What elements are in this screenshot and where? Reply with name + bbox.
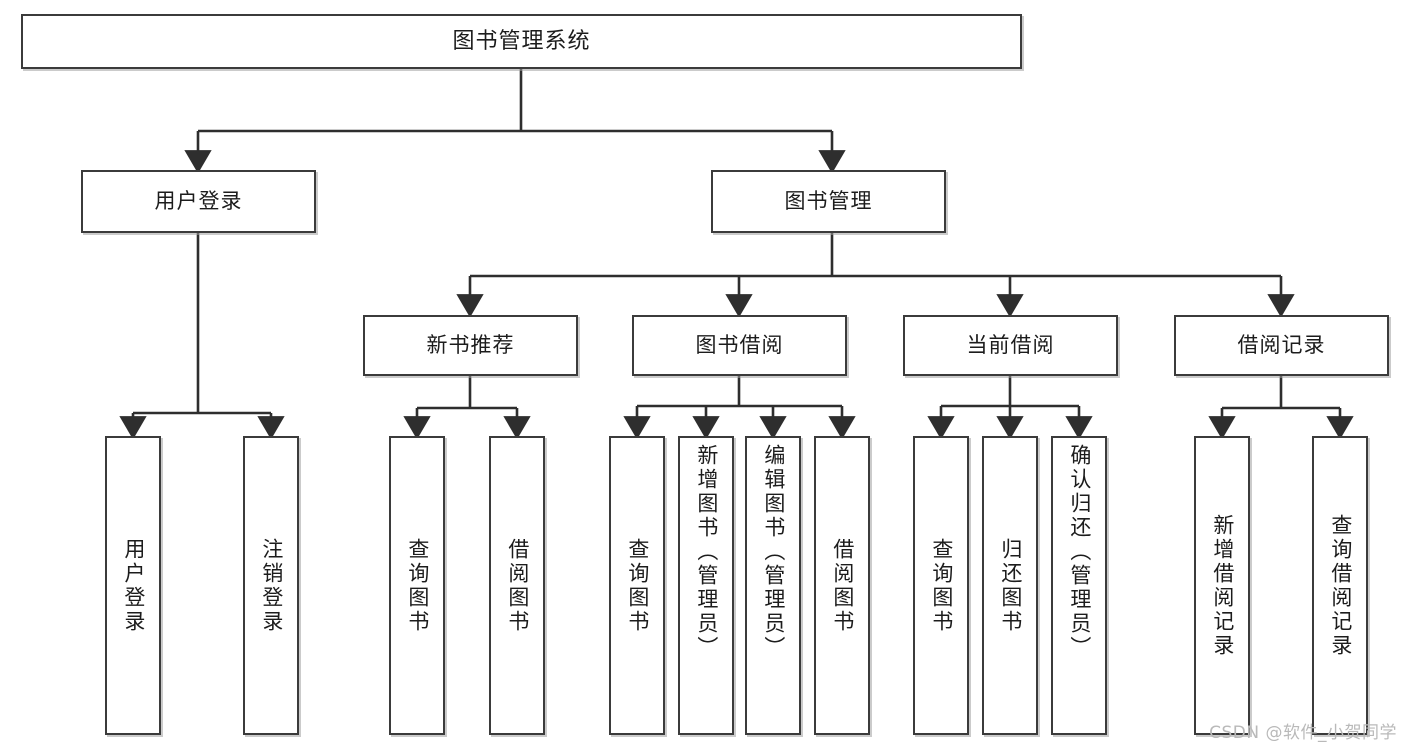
leaf-current-borrow-query-book[interactable]: 查询图书 xyxy=(913,436,969,735)
node-label: 图书管理系统 xyxy=(452,28,591,54)
watermark: CSDN @软件_小贺同学 xyxy=(1209,723,1397,743)
node-current-borrow[interactable]: 当前借阅 xyxy=(903,315,1118,376)
node-label: 注销登录 xyxy=(259,537,284,634)
node-label: 借阅图书 xyxy=(505,537,530,634)
node-root-book-management-system[interactable]: 图书管理系统 xyxy=(21,14,1022,69)
node-label: 当前借阅 xyxy=(966,333,1055,358)
node-label: 用户登录 xyxy=(121,537,146,634)
node-new-book-recommend[interactable]: 新书推荐 xyxy=(363,315,578,376)
node-label: 图书借阅 xyxy=(695,333,784,358)
leaf-current-borrow-return-book[interactable]: 归还图书 xyxy=(982,436,1038,735)
node-label: 用户登录 xyxy=(154,189,243,214)
leaf-borrow-record-add-record[interactable]: 新增借阅记录 xyxy=(1194,436,1250,735)
node-label: 借阅记录 xyxy=(1237,333,1326,358)
node-label: 新书推荐 xyxy=(426,333,515,358)
node-label: 新增借阅记录 xyxy=(1210,513,1235,658)
node-label: 编辑图书（管理员） xyxy=(761,444,786,660)
node-label: 归还图书 xyxy=(998,537,1023,634)
leaf-current-borrow-confirm-return-admin[interactable]: 确认归还（管理员） xyxy=(1051,436,1107,735)
leaf-user-login-login[interactable]: 用户登录 xyxy=(105,436,161,735)
node-book-management[interactable]: 图书管理 xyxy=(711,170,946,233)
node-label: 查询借阅记录 xyxy=(1328,513,1353,658)
node-label: 图书管理 xyxy=(784,189,873,214)
node-label: 查询图书 xyxy=(625,537,650,634)
leaf-book-borrow-add-book-admin[interactable]: 新增图书（管理员） xyxy=(678,436,734,735)
node-label: 查询图书 xyxy=(405,537,430,634)
node-label: 查询图书 xyxy=(929,537,954,634)
leaf-book-borrow-borrow-book[interactable]: 借阅图书 xyxy=(814,436,870,735)
leaf-book-borrow-query-book[interactable]: 查询图书 xyxy=(609,436,665,735)
leaf-borrow-record-query-record[interactable]: 查询借阅记录 xyxy=(1312,436,1368,735)
leaf-new-book-query-book[interactable]: 查询图书 xyxy=(389,436,445,735)
leaf-user-login-logout[interactable]: 注销登录 xyxy=(243,436,299,735)
node-book-borrow[interactable]: 图书借阅 xyxy=(632,315,847,376)
leaf-new-book-borrow-book[interactable]: 借阅图书 xyxy=(489,436,545,735)
node-label: 确认归还（管理员） xyxy=(1067,444,1092,660)
leaf-book-borrow-edit-book-admin[interactable]: 编辑图书（管理员） xyxy=(745,436,801,735)
node-user-login[interactable]: 用户登录 xyxy=(81,170,316,233)
node-label: 借阅图书 xyxy=(830,537,855,634)
node-label: 新增图书（管理员） xyxy=(694,444,719,660)
node-borrow-record[interactable]: 借阅记录 xyxy=(1174,315,1389,376)
